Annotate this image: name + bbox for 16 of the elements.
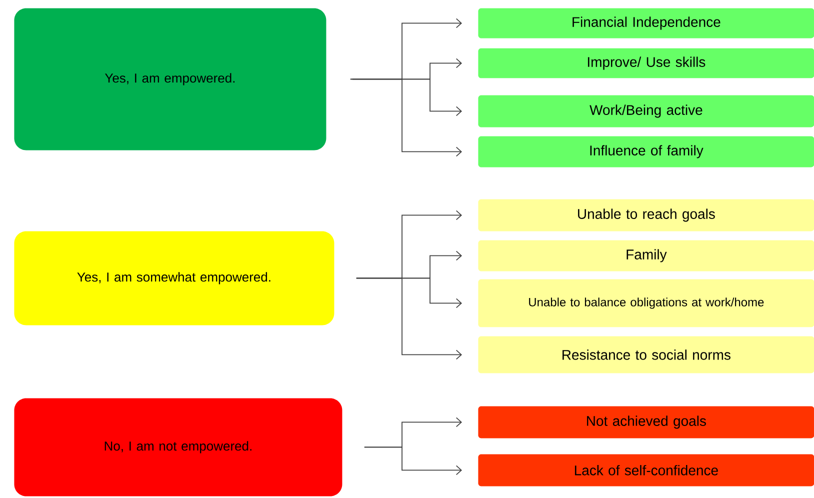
answer-box: Yes, I am somewhat empowered. (14, 231, 334, 326)
reason-box: Work/Being active (478, 95, 814, 128)
reason-box: Financial Independence (478, 8, 814, 38)
reason-box: Influence of family (478, 136, 814, 168)
answer-box: Yes, I am empowered. (14, 8, 326, 150)
reason-box: Unable to balance obligations at work/home (478, 279, 814, 328)
reason-box: Improve/ Use skills (478, 48, 814, 78)
reason-box: Unable to reach goals (478, 199, 814, 232)
reason-box: Lack of self-confidence (478, 454, 814, 486)
answer-box: No, I am not empowered. (14, 398, 342, 496)
reason-box: Family (478, 240, 814, 272)
reason-box: Resistance to social norms (478, 336, 814, 374)
arrow (356, 278, 462, 360)
arrow (350, 78, 462, 157)
reason-box: Not achieved goals (478, 406, 814, 438)
arrow (364, 446, 462, 476)
